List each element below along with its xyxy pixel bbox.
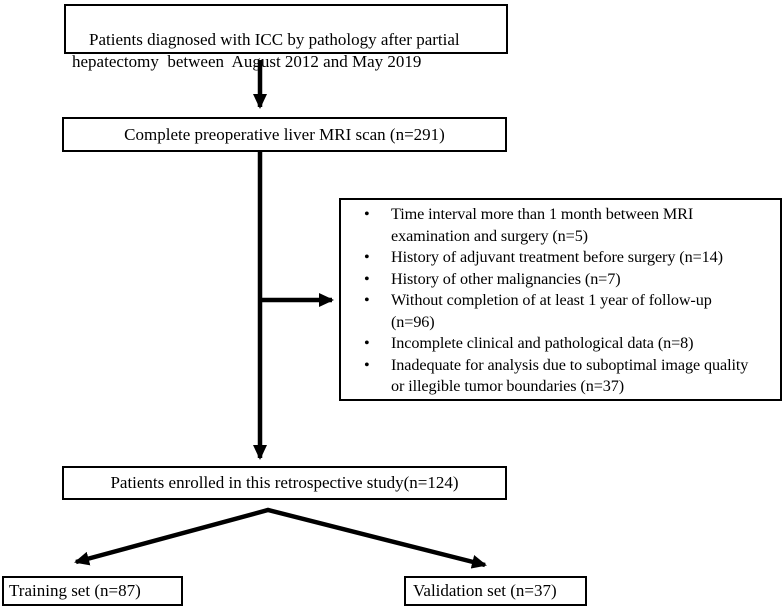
exclusion-item: History of other malignancies (n=7) (364, 269, 778, 291)
exclusion-item: Time interval more than 1 month between … (364, 204, 778, 247)
exclusion-item: History of adjuvant treatment before sur… (364, 247, 778, 269)
exclusion-item: Incomplete clinical and pathological dat… (364, 333, 778, 355)
exclusion-item: Inadequate for analysis due to suboptima… (364, 355, 778, 398)
box-exclusion-criteria: Time interval more than 1 month between … (339, 198, 782, 401)
box-mri-scan-text: Complete preoperative liver MRI scan (n=… (124, 124, 445, 144)
box-training-set-text: Training set (n=87) (9, 581, 141, 600)
box-diagnosed: Patients diagnosed with ICC by pathology… (64, 4, 508, 71)
box-diagnosed-text: Patients diagnosed with ICC by pathology… (72, 30, 460, 71)
arrow-split-icon (74, 507, 487, 569)
box-validation-set-text: Validation set (n=37) (413, 581, 557, 600)
box-validation-set: Validation set (n=37) (404, 576, 587, 606)
box-enrolled: Patients enrolled in this retrospective … (62, 466, 507, 500)
box-enrolled-text: Patients enrolled in this retrospective … (110, 473, 459, 492)
box-mri-scan: Complete preoperative liver MRI scan (n=… (62, 117, 507, 152)
exclusion-list: Time interval more than 1 month between … (341, 204, 778, 398)
box-training-set: Training set (n=87) (2, 576, 183, 606)
exclusion-item: Without completion of at least 1 year of… (364, 290, 778, 333)
